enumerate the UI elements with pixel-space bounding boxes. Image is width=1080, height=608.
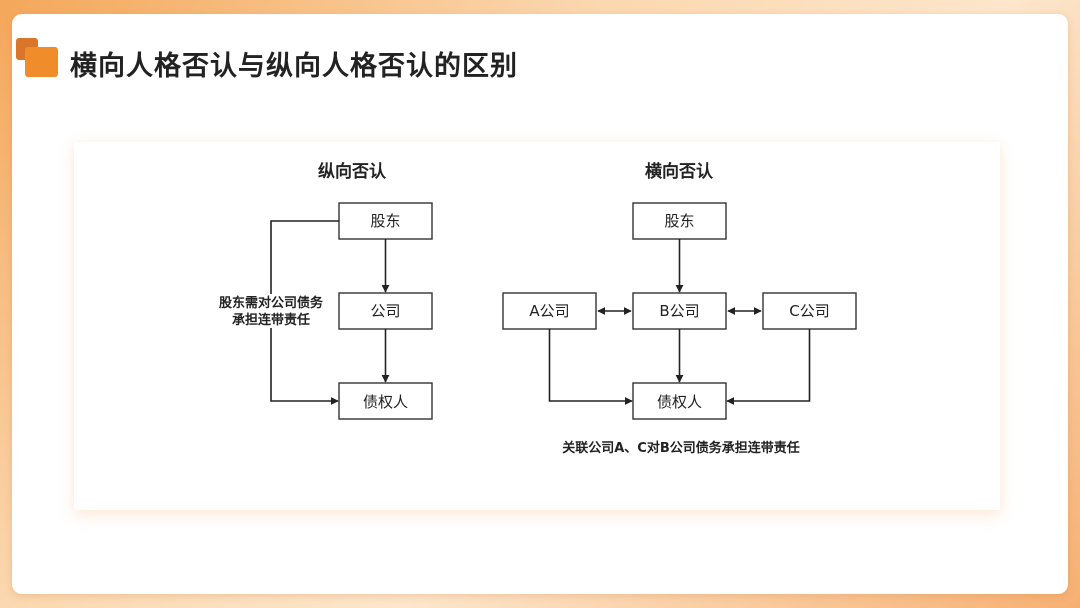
- horizontal-company-a-node: A公司: [502, 292, 597, 330]
- horizontal-company-a-label: A公司: [529, 302, 569, 320]
- horizontal-heading: 横向否认: [645, 161, 714, 182]
- vertical-shareholder-node: 股东: [338, 202, 433, 240]
- vertical-note-line2: 承担连带责任: [232, 312, 310, 328]
- horizontal-shareholder-label: 股东: [664, 212, 694, 230]
- page-title: 横向人格否认与纵向人格否认的区别: [70, 51, 518, 82]
- horizontal-company-c-label: C公司: [789, 302, 829, 320]
- horizontal-company-b-label: B公司: [659, 302, 699, 320]
- logo-front-square: [25, 47, 58, 77]
- horizontal-note: 关联公司A、C对B公司债务承担连带责任: [562, 440, 800, 456]
- vertical-company-label: 公司: [370, 302, 400, 320]
- horizontal-creditor-node: 债权人: [632, 382, 727, 420]
- horizontal-company-c-node: C公司: [762, 292, 857, 330]
- vertical-creditor-node: 债权人: [338, 382, 433, 420]
- horizontal-arrow-a-creditor: [548, 329, 633, 405]
- vertical-company-node: 公司: [338, 292, 433, 330]
- vertical-note-line1: 股东需对公司债务: [219, 295, 324, 311]
- horizontal-creditor-label: 债权人: [657, 393, 702, 411]
- horizontal-company-b-node: B公司: [632, 292, 727, 330]
- horizontal-arrow-c-creditor: [726, 329, 811, 405]
- logo-squares-icon: [16, 38, 62, 80]
- vertical-creditor-label: 债权人: [363, 393, 408, 411]
- horizontal-shareholder-node: 股东: [632, 202, 727, 240]
- vertical-heading: 纵向否认: [318, 161, 387, 182]
- vertical-shareholder-label: 股东: [370, 212, 400, 230]
- vertical-note-background: [214, 294, 328, 328]
